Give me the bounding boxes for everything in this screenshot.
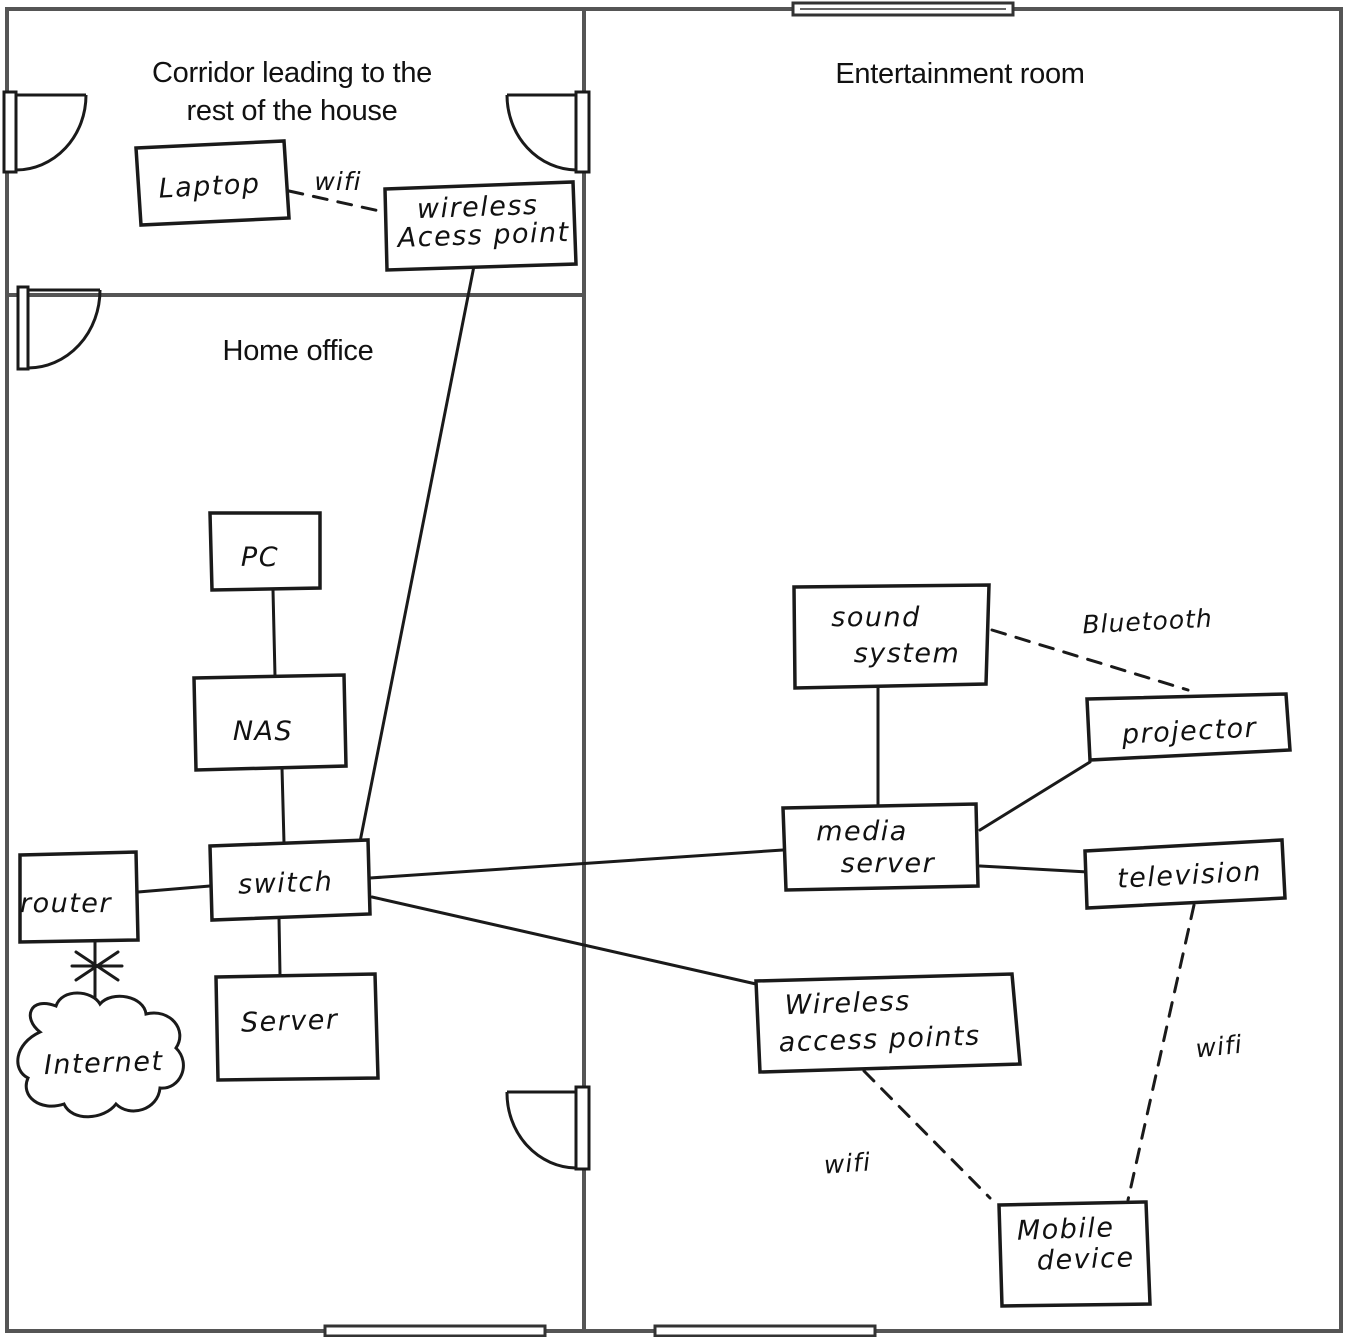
sound-system-node: sound system <box>792 583 991 690</box>
internet-cloud: Internet <box>16 991 185 1119</box>
sound-system-label-line2: system <box>854 638 961 669</box>
pc-label: PC <box>241 542 279 573</box>
door-entertainment <box>505 1085 591 1171</box>
door-corridor-right <box>505 90 591 174</box>
label-bluetooth: Bluetooth <box>1082 604 1214 640</box>
link-wap-mobile-wifi <box>862 1069 992 1200</box>
link-switch-media-server <box>368 848 785 880</box>
mobile-device-node: Mobile device <box>997 1200 1152 1308</box>
corridor-title-line1: Corridor leading to the <box>152 57 432 89</box>
label-tv-mobile-wifi: wifi <box>1194 1030 1244 1064</box>
laptop-label: Laptop <box>158 168 261 204</box>
doors <box>2 90 591 1171</box>
link-media-television <box>978 864 1090 874</box>
projector-node: projector <box>1085 692 1292 762</box>
media-server-label-line2: server <box>841 848 936 879</box>
media-server-node: media server <box>781 802 980 892</box>
entertainment-title: Entertainment room <box>835 58 1084 90</box>
corridor-title-line2: rest of the house <box>187 95 398 127</box>
switch-label: switch <box>238 866 334 900</box>
internet-label: Internet <box>43 1046 164 1081</box>
television-label: television <box>1116 856 1262 895</box>
television-node: television <box>1083 838 1287 910</box>
link-router-switch <box>136 884 212 894</box>
server-label: Server <box>240 1004 339 1038</box>
link-pc-nas <box>271 588 277 678</box>
wap-entertainment-node: Wireless access points <box>754 972 1022 1074</box>
router-node: router <box>18 850 140 944</box>
link-nas-switch <box>280 766 286 845</box>
cloud-icon <box>16 991 185 1119</box>
projector-label: projector <box>1120 712 1258 750</box>
router-label: router <box>20 888 112 919</box>
link-switch-wap-corridor <box>354 264 476 864</box>
windows <box>323 1 1015 1337</box>
door-office <box>16 285 102 371</box>
link-switch-wap-entertainment <box>370 895 758 986</box>
office-title: Home office <box>223 335 374 367</box>
door-corridor-left <box>2 90 88 174</box>
server-node: Server <box>214 972 380 1082</box>
link-switch-server <box>277 916 282 977</box>
mobile-label-line2: device <box>1036 1242 1135 1276</box>
wap-corridor-label-line2: Acess point <box>395 217 570 254</box>
wap-entertainment-label-line2: access points <box>778 1020 981 1058</box>
switch-node: switch <box>208 838 372 922</box>
connections <box>93 189 1196 1202</box>
connection-break-mark <box>70 950 124 982</box>
link-tv-mobile-wifi <box>1126 903 1196 1202</box>
nas-label: NAS <box>233 716 293 747</box>
label-wap-mobile-wifi: wifi <box>823 1147 872 1179</box>
nas-node: NAS <box>192 673 348 772</box>
media-server-label-line1: media <box>816 816 908 847</box>
mobile-label-line1: Mobile <box>1016 1212 1115 1246</box>
wap-corridor-node: wireless Acess point <box>383 180 578 272</box>
window-bottom-left <box>323 1324 547 1337</box>
label-laptop-wifi: wifi <box>314 167 361 196</box>
sound-system-label-line1: sound <box>831 602 920 633</box>
link-laptop-wap-wifi <box>287 189 386 214</box>
wap-corridor-label-line1: wireless <box>416 190 539 225</box>
laptop-node: Laptop <box>134 139 291 227</box>
wap-entertainment-label-line1: Wireless <box>784 986 911 1021</box>
link-sound-projector-bluetooth <box>990 628 1190 692</box>
pc-node: PC <box>208 511 322 592</box>
window-bottom-right <box>653 1324 877 1337</box>
link-media-projector <box>978 760 1092 832</box>
